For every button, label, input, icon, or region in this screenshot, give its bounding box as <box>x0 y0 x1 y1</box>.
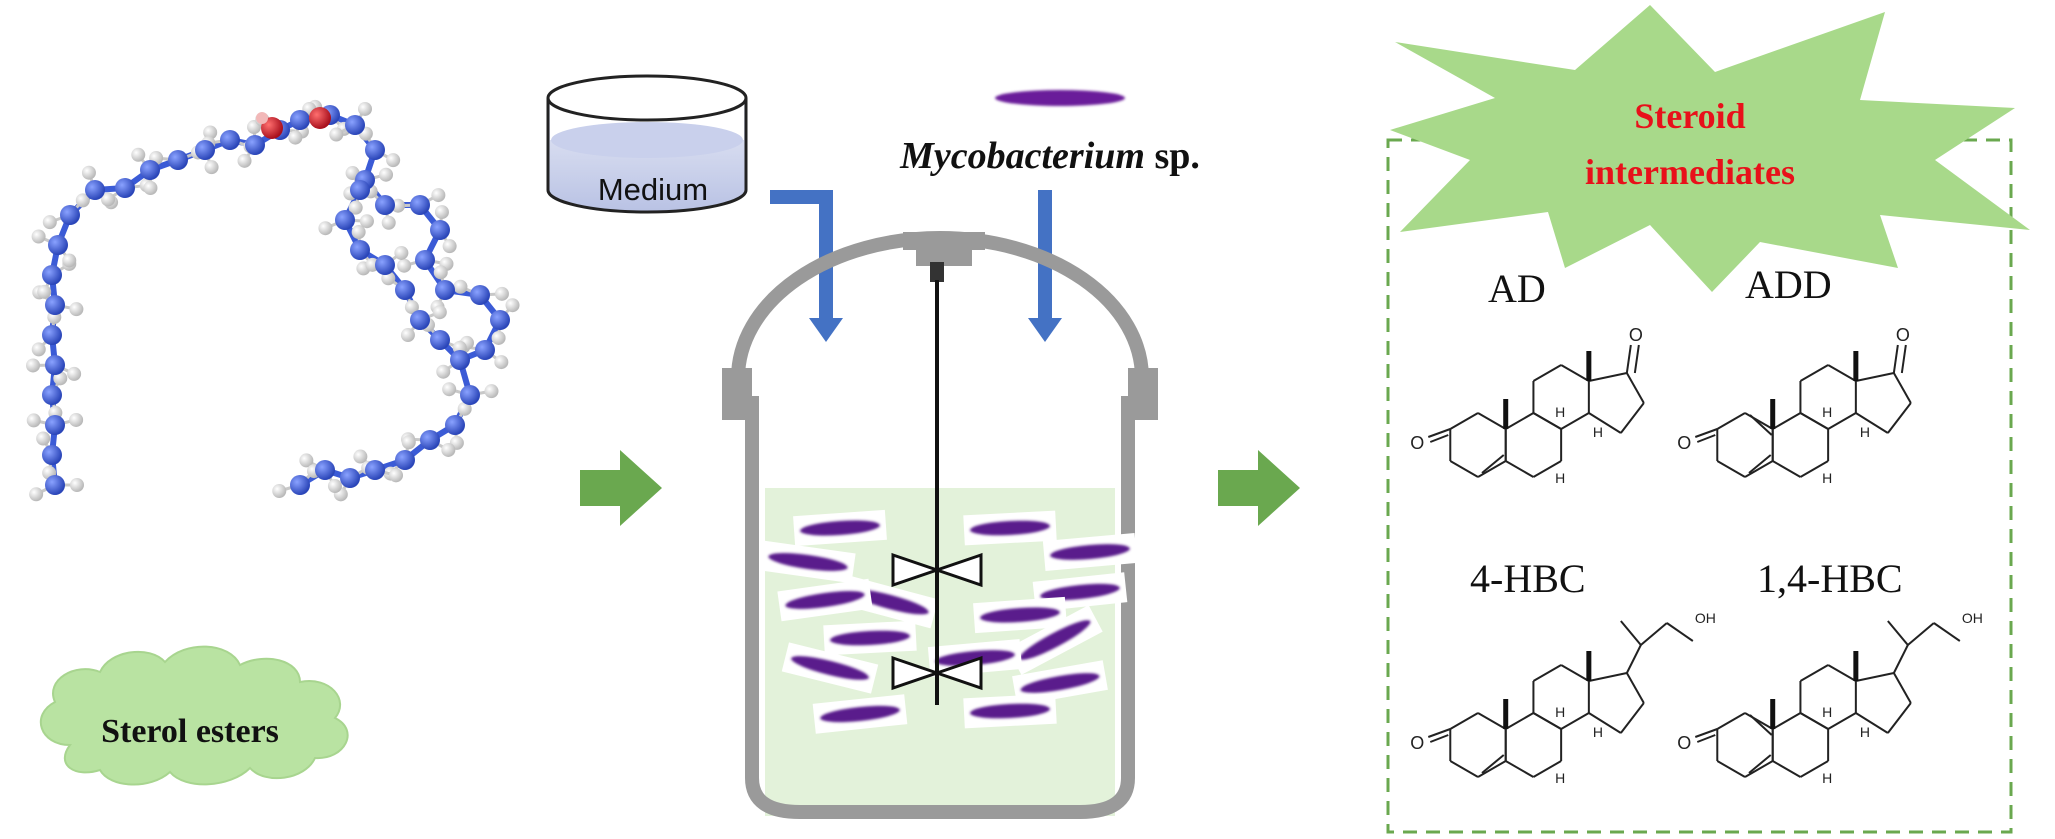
svg-text:O: O <box>1677 433 1691 453</box>
svg-text:H: H <box>1822 404 1832 420</box>
bacteria-culture <box>760 509 1138 734</box>
svg-text:O: O <box>1410 733 1424 753</box>
structure-4hbc: O OH H H H <box>1410 610 1716 786</box>
svg-text:O: O <box>1629 325 1643 345</box>
sterol-esters-cloud: Sterol esters <box>39 645 349 786</box>
structure-14hbc: O OH H H H <box>1677 610 1983 786</box>
svg-text:H: H <box>1593 724 1603 740</box>
svg-text:O: O <box>1896 325 1910 345</box>
impeller-lower <box>891 655 983 691</box>
svg-text:H: H <box>1860 724 1870 740</box>
svg-text:O: O <box>1410 433 1424 453</box>
medium-feed-pipe <box>770 190 843 342</box>
svg-text:O: O <box>1677 733 1691 753</box>
compound-name-4hbc: 4-HBC <box>1470 556 1586 601</box>
svg-text:H: H <box>1555 470 1565 486</box>
svg-text:H: H <box>1555 770 1565 786</box>
compound-name-14hbc: 1,4-HBC <box>1757 556 1903 601</box>
svg-text:OH: OH <box>1962 610 1983 626</box>
svg-text:H: H <box>1593 424 1603 440</box>
stirrer-shaft <box>930 262 944 705</box>
mycobacterium-label: Mycobacterium sp. <box>899 135 1200 177</box>
compound-name-ad: AD <box>1488 266 1546 311</box>
sterol-ester-molecule-model <box>26 99 520 502</box>
medium-container: Medium <box>546 74 748 214</box>
structure-ad: O O H H H <box>1410 325 1645 486</box>
svg-text:OH: OH <box>1695 610 1716 626</box>
svg-text:H: H <box>1822 470 1832 486</box>
svg-text:H: H <box>1860 424 1870 440</box>
process-arrow-2 <box>1218 450 1300 526</box>
impeller-upper <box>891 552 983 588</box>
structure-add: O O H H H <box>1677 325 1912 486</box>
process-arrow-1 <box>580 450 662 526</box>
steroid-title-line2: intermediates <box>1585 152 1795 192</box>
svg-text:H: H <box>1822 770 1832 786</box>
svg-text:H: H <box>1555 404 1565 420</box>
steroid-title-line1: Steroid <box>1634 96 1745 136</box>
compound-name-add: ADD <box>1745 262 1832 307</box>
svg-text:H: H <box>1822 704 1832 720</box>
bacterium-icon <box>995 90 1125 106</box>
svg-text:H: H <box>1555 704 1565 720</box>
sterol-esters-label: Sterol esters <box>101 713 279 750</box>
steroid-intermediates-burst <box>1390 5 2030 292</box>
bioreactor-vessel <box>722 231 1158 819</box>
medium-label: Medium <box>598 172 708 207</box>
